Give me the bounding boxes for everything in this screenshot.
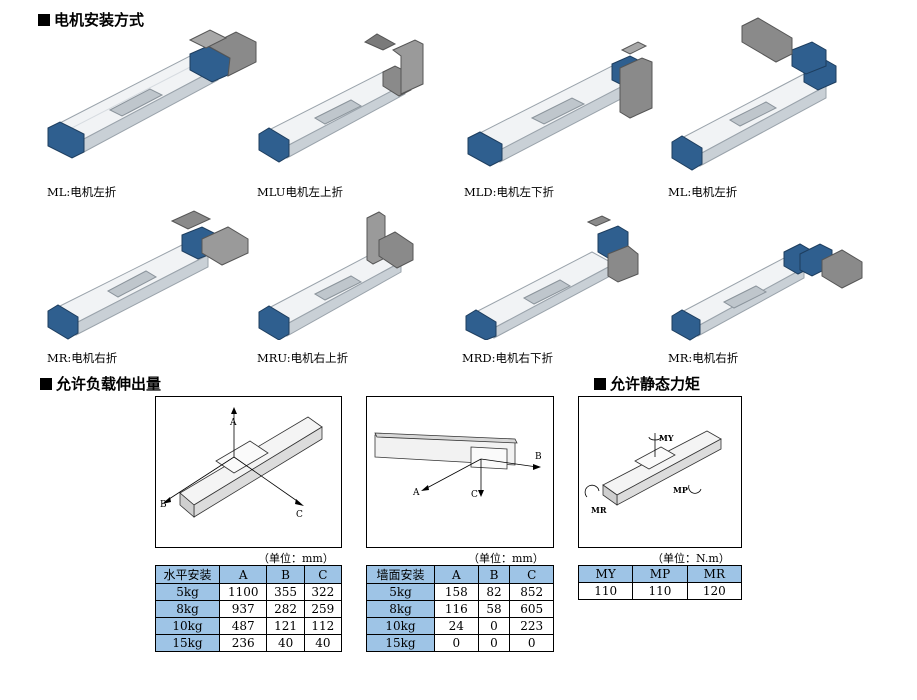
square-bullet-icon	[40, 377, 52, 390]
table-row: 15kg 0 0 0	[366, 634, 554, 652]
table-header-cell: MR	[686, 565, 743, 583]
product-image-mru	[255, 210, 455, 340]
table-header-row: 墙面安装 A B C	[366, 565, 554, 584]
table-row: 8kg 116 58 605	[366, 600, 554, 618]
table-row-header: 5kg	[366, 583, 435, 601]
product-image-mr	[42, 205, 252, 340]
table-row-header: 5kg	[155, 583, 220, 601]
table-cell: 487	[218, 617, 268, 635]
table-header-cell: 墙面安装	[366, 565, 435, 584]
table-row: 8kg 937 282 259	[155, 600, 343, 618]
table-header-cell: A	[218, 565, 268, 584]
table-cell: 0	[477, 634, 511, 652]
moment-label-my: MY	[659, 433, 674, 443]
table-cell: 1100	[218, 583, 268, 601]
section-title-mounting: 电机安装方式	[38, 9, 144, 30]
product-caption: MRD:电机右下折	[462, 351, 554, 365]
square-bullet-icon	[38, 13, 50, 26]
table-row: 10kg 487 121 112	[155, 617, 343, 635]
table-cell: 24	[434, 617, 479, 635]
table-row-header: 10kg	[155, 617, 220, 635]
unit-label-moment: （单位：N.m）	[652, 552, 730, 565]
table-row: 10kg 24 0 223	[366, 617, 554, 635]
moment-label-mr: MR	[591, 505, 607, 515]
table-cell: 0	[434, 634, 479, 652]
table-row: 5kg 1100 355 322	[155, 583, 343, 601]
table-row: 5kg 158 82 852	[366, 583, 554, 601]
table-header-cell: B	[266, 565, 305, 584]
axis-label-c: C	[296, 510, 303, 520]
diagram-static-moment: MY MP MR	[578, 396, 742, 548]
product-caption: MRU:电机右上折	[257, 351, 349, 365]
table-header-cell: B	[477, 565, 511, 584]
table-cell: 110	[632, 582, 688, 600]
table-cell: 223	[509, 617, 554, 635]
axis-label-b: B	[160, 500, 167, 510]
diagram-horizontal-mounting: A B C	[155, 396, 342, 548]
table-cell: 158	[434, 583, 479, 601]
table-row: 15kg 236 40 40	[155, 634, 343, 652]
product-caption: MR:电机右折	[47, 351, 118, 365]
table-row-header: 8kg	[366, 600, 435, 618]
product-caption: ML:电机左折	[47, 185, 117, 199]
product-image-mr-alt	[666, 232, 866, 342]
table-cell: 322	[303, 583, 343, 601]
table-cell: 110	[577, 582, 634, 600]
table-cell: 0	[509, 634, 554, 652]
table-cell: 40	[266, 634, 305, 652]
table-row-header: 8kg	[155, 600, 220, 618]
table-cell: 355	[266, 583, 305, 601]
table-horizontal-load: 水平安装 A B C 5kg 1100 355 322 8kg 937 282 …	[155, 565, 343, 652]
axis-label-b: B	[535, 452, 542, 462]
table-row: 110 110 120	[577, 582, 743, 600]
table-header-cell: MY	[577, 565, 634, 583]
unit-label-horizontal: （单位：mm）	[258, 552, 334, 565]
table-row-header: 15kg	[366, 634, 435, 652]
section-title-moment: 允许静态力矩	[594, 373, 700, 394]
table-cell: 112	[303, 617, 343, 635]
product-caption: MR:电机右折	[668, 351, 739, 365]
product-caption: MLU电机左上折	[257, 185, 343, 199]
table-wall-load: 墙面安装 A B C 5kg 158 82 852 8kg 116 58 605…	[366, 565, 554, 652]
axis-label-c: C	[471, 490, 478, 500]
unit-label-wall: （单位：mm）	[468, 552, 544, 565]
diagram-wall-mounting: A B C	[366, 396, 554, 548]
square-bullet-icon	[594, 377, 606, 390]
table-cell: 605	[509, 600, 554, 618]
table-cell: 236	[218, 634, 268, 652]
product-image-mld	[462, 28, 677, 173]
table-header-cell: 水平安装	[155, 565, 220, 584]
table-header-row: 水平安装 A B C	[155, 565, 343, 584]
table-cell: 120	[686, 582, 743, 600]
axis-label-a: A	[412, 488, 420, 498]
table-header-cell: A	[434, 565, 479, 584]
table-cell: 259	[303, 600, 343, 618]
axis-label-a: A	[229, 418, 237, 428]
product-image-ml-alt	[666, 16, 866, 176]
table-cell: 282	[266, 600, 305, 618]
table-cell: 121	[266, 617, 305, 635]
moment-label-mp: MP	[673, 485, 688, 495]
product-image-mlu	[255, 28, 455, 173]
table-header-row: MY MP MR	[577, 565, 743, 583]
product-caption: MLD:电机左下折	[464, 185, 555, 199]
table-header-cell: C	[509, 565, 554, 584]
table-row-header: 15kg	[155, 634, 220, 652]
table-cell: 58	[477, 600, 511, 618]
table-cell: 82	[477, 583, 511, 601]
table-row-header: 10kg	[366, 617, 435, 635]
table-cell: 40	[303, 634, 343, 652]
product-caption: ML:电机左折	[668, 185, 738, 199]
table-header-cell: C	[303, 565, 343, 584]
product-image-mrd	[462, 210, 652, 340]
section-title-load: 允许负载伸出量	[40, 373, 161, 394]
table-cell: 852	[509, 583, 554, 601]
table-cell: 937	[218, 600, 268, 618]
product-image-ml	[40, 28, 260, 173]
table-cell: 0	[477, 617, 511, 635]
table-cell: 116	[434, 600, 479, 618]
table-static-moment: MY MP MR 110 110 120	[577, 565, 743, 600]
table-header-cell: MP	[632, 565, 688, 583]
